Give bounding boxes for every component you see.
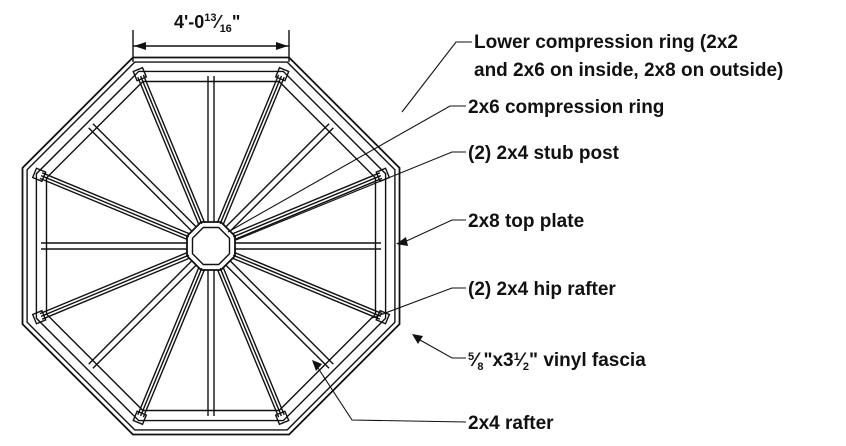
hip-rafter-9-center (40, 174, 190, 238)
rafter-2-edge-0 (229, 260, 334, 365)
rafter-group (31, 66, 391, 426)
hip-rafter-15-edge-0 (231, 172, 381, 235)
hip-rafter-1-center (232, 254, 382, 318)
hip-rafter-5-edge-0 (142, 269, 206, 418)
stub-post-11 (132, 66, 148, 82)
hip-rafter-1-edge-1 (231, 257, 381, 320)
lower-compression-ring-edge (45, 80, 377, 412)
leader-top-plate (399, 219, 466, 245)
leader-hip-rafter (371, 287, 466, 319)
hip-rafter-7-center (40, 254, 190, 318)
label-rafter: 2x4 rafter (468, 413, 554, 434)
label-stub-post: (2) 2x4 stub post (468, 143, 620, 164)
vinyl-fascia-outline (21, 56, 401, 436)
leaders (227, 41, 472, 423)
compression-ring-inner (191, 226, 231, 266)
rafter-6-edge-1 (88, 260, 193, 365)
label-vinyl-fascia: 5⁄8"x31⁄2" vinyl fascia (468, 350, 646, 373)
arrowhead-top-plate-icon (396, 237, 408, 246)
rafter-14-edge-0 (225, 123, 330, 228)
dimension-label: 4'-013⁄16" (174, 12, 240, 35)
arrowhead-fascia-icon (412, 334, 423, 344)
label-hip-rafter: (2) 2x4 hip rafter (468, 279, 616, 300)
hip-rafter-3-edge-0 (222, 266, 285, 416)
hip-rafter-9-edge-1 (41, 172, 191, 235)
hip-rafter-7-edge-0 (41, 257, 191, 320)
hip-rafter-3-edge-1 (216, 269, 280, 418)
compression-ring-hub (186, 221, 236, 271)
label-top-plate: 2x8 top plate (468, 211, 584, 232)
label-lower-compression-ring: Lower compression ring (2x2 (474, 32, 738, 53)
hip-rafter-11-center (139, 75, 203, 225)
leader-stub-post (235, 151, 466, 241)
octagon-top-plate-frame (21, 56, 401, 436)
hip-rafter-11-edge-0 (137, 76, 200, 226)
arrowhead-rafter-icon (312, 360, 322, 371)
top-plate-outer-edge (26, 61, 396, 431)
hip-rafter-15-center (232, 174, 382, 238)
stub-post-9 (31, 167, 47, 183)
hip-rafter-7-edge-1 (39, 251, 188, 315)
leader-fascia (419, 339, 466, 359)
stub-post-13 (274, 66, 290, 82)
arrow-left-icon (134, 42, 146, 50)
rafter-6-edge-0 (92, 264, 197, 369)
hip-rafter-11-edge-1 (142, 74, 206, 223)
label-compression-ring: 2x6 compression ring (468, 97, 664, 118)
hip-rafter-5-center (139, 267, 203, 417)
leader-lower-ring (401, 41, 472, 113)
hip-rafter-3-center (219, 267, 283, 417)
width-dimension: 4'-013⁄16" (132, 12, 290, 62)
hip-rafter-13-edge-1 (222, 76, 285, 226)
hip-rafter-13-center (219, 75, 283, 225)
stub-post-3 (274, 410, 290, 426)
compression-ring-outer (186, 221, 236, 271)
stub-post-5 (132, 410, 148, 426)
hip-rafter-1-edge-0 (234, 251, 383, 315)
top-plate-inner-edge (35, 70, 387, 422)
hip-rafter-15-edge-1 (234, 177, 383, 241)
stub-post-7 (31, 309, 47, 325)
rafter-14-edge-1 (229, 127, 334, 232)
arrow-right-icon (276, 42, 288, 50)
hip-rafter-13-edge-0 (216, 74, 280, 223)
rafter-10-edge-0 (88, 127, 193, 232)
leader-rafter (317, 367, 467, 423)
label-lower-compression-ring-2: and 2x6 on inside, 2x8 on outside) (474, 60, 783, 81)
leader-compression-ring (227, 105, 466, 233)
hip-rafter-9-edge-0 (39, 177, 188, 241)
rafter-2-edge-1 (225, 264, 330, 369)
hip-rafter-5-edge-1 (137, 266, 200, 416)
rafter-10-edge-1 (92, 123, 197, 228)
